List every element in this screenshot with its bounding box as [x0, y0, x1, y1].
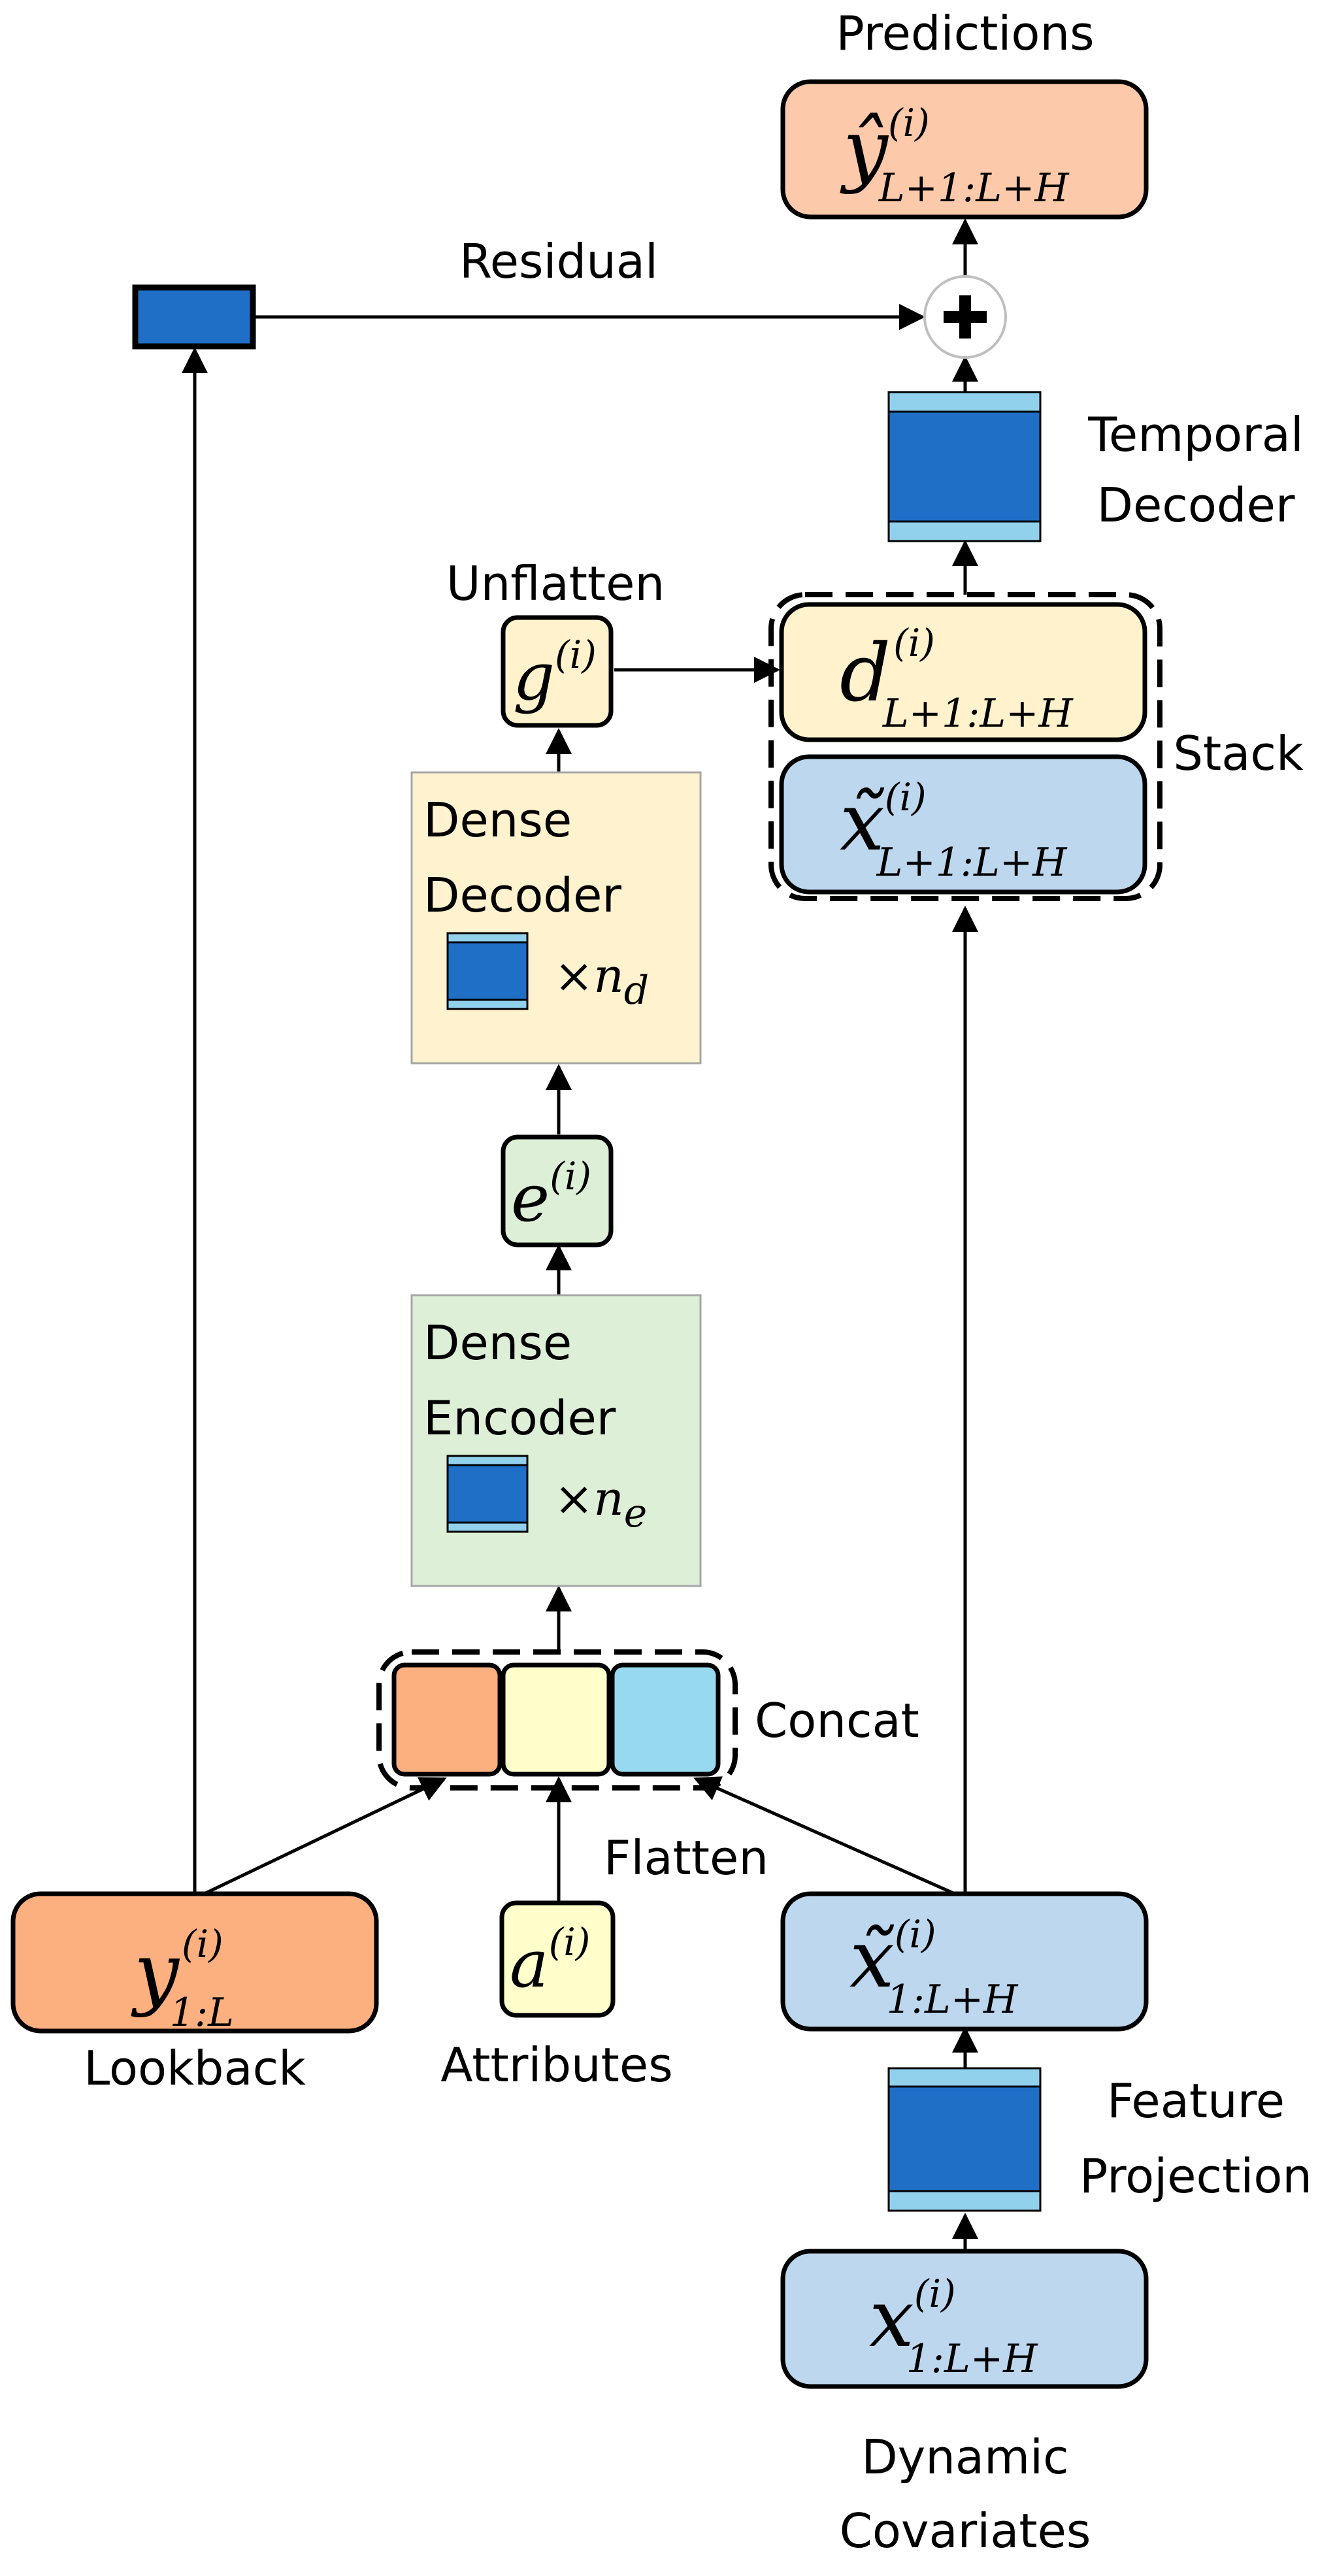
dense-encoder-label-2: Encoder [423, 1391, 616, 1445]
attributes-math: a(i) [510, 1920, 590, 2002]
d-math: d(i)L+1:L+H [840, 621, 1074, 736]
feature-projection-layer-icon [887, 2067, 1042, 2212]
concat-covariates-cell [610, 1662, 721, 1777]
attributes-box [499, 1900, 616, 2018]
g-math: g(i) [513, 633, 597, 715]
dense-encoder-layer-icon [446, 1455, 529, 1533]
dynamic-covariates-label-1: Dynamic [861, 2430, 1069, 2485]
e-box [501, 1134, 614, 1247]
plus-icon [923, 275, 1007, 359]
predictions-box [780, 79, 1149, 220]
temporal-decoder-label-1: Temporal [1087, 407, 1304, 462]
dense-decoder-label-2: Decoder [423, 868, 621, 923]
dense-encoder-box [410, 1294, 702, 1587]
dense-decoder-repeat: ×nd [554, 948, 649, 1014]
g-box [501, 615, 614, 728]
d-box [779, 602, 1147, 742]
concat-dashed-border [376, 1649, 738, 1791]
x-tilde-future-box [779, 754, 1147, 895]
x-math: x(i)1:L+H [869, 2271, 1038, 2382]
concat-label: Concat [755, 1693, 919, 1748]
temporal-decoder-label-2: Decoder [1097, 478, 1295, 533]
concat-attributes-cell [501, 1662, 612, 1777]
x-tilde-future-math: x̃(i)L+1:L+H [840, 775, 1068, 885]
residual-label: Residual [459, 234, 658, 289]
x-box [780, 2249, 1149, 2389]
connections [182, 218, 978, 2251]
dense-decoder-label-1: Dense [423, 793, 572, 848]
dynamic-covariates-label-2: Covariates [840, 2503, 1091, 2558]
temporal-decoder-layer-icon [887, 391, 1042, 542]
stack-label: Stack [1173, 726, 1304, 781]
e-math: e(i) [511, 1154, 591, 1236]
x-tilde-math: x̃(i)1:L+H [849, 1912, 1019, 2023]
dense-decoder-layer-icon [446, 932, 529, 1010]
attributes-label: Attributes [440, 2038, 672, 2092]
dense-encoder-label-1: Dense [423, 1315, 572, 1370]
stack-dashed-border [768, 592, 1162, 901]
flatten-label: Flatten [604, 1830, 768, 1885]
predictions-math: ŷ(i)L+1:L+H [840, 101, 1070, 211]
arrow-xtilde-to-concat [693, 1776, 966, 1900]
lookback-label: Lookback [84, 2041, 306, 2096]
dense-encoder-repeat: ×ne [554, 1471, 647, 1536]
unflatten-label: Unflatten [446, 556, 665, 611]
feature-projection-label-2: Projection [1080, 2149, 1312, 2204]
feature-projection-label-1: Feature [1107, 2073, 1285, 2128]
lookback-math: y(i)1:L [131, 1922, 234, 2036]
dense-decoder-box [410, 771, 702, 1065]
x-tilde-box [780, 1891, 1149, 2032]
arrow-lookback-to-concat [193, 1777, 447, 1900]
predictions-label: Predictions [836, 6, 1094, 61]
lookback-box [10, 1891, 379, 2034]
residual-block [132, 284, 256, 350]
concat-lookback-cell [391, 1662, 503, 1777]
